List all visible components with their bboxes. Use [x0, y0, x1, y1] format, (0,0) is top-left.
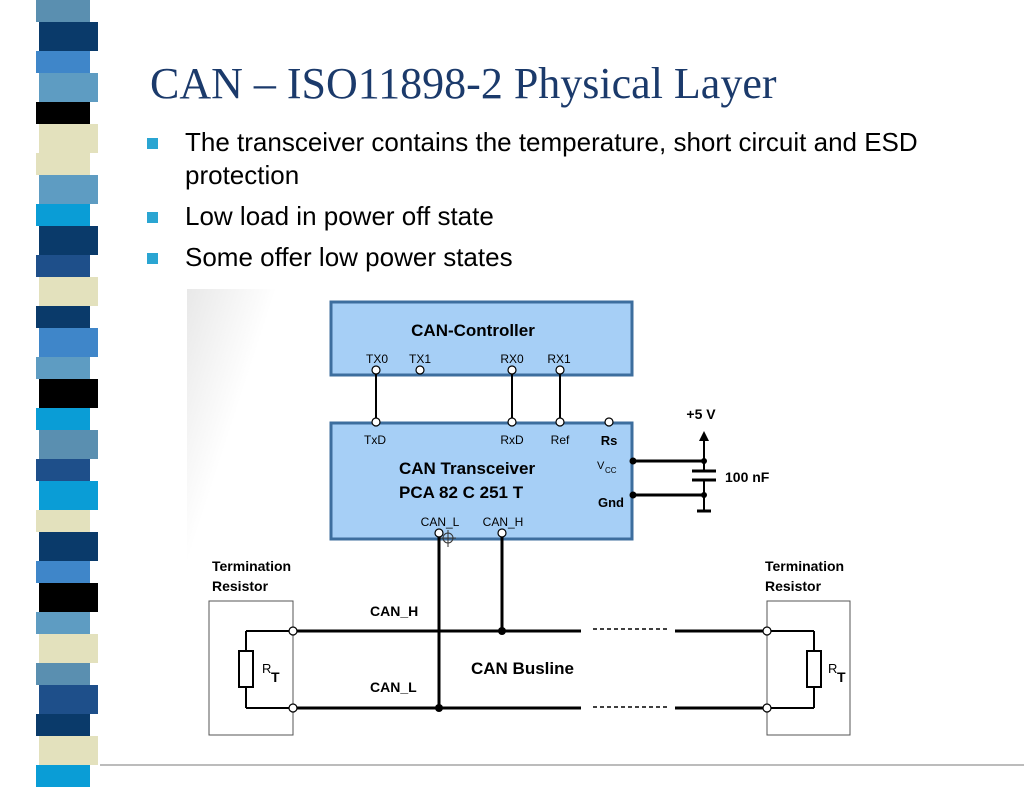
strip-tile — [36, 357, 90, 379]
pin-label-rx1: RX1 — [547, 352, 571, 366]
pin-label-rs: Rs — [601, 433, 618, 448]
strip-tile — [36, 51, 90, 73]
pin-label-txd: TxD — [364, 433, 386, 447]
pin-label-can-h: CAN_H — [483, 515, 524, 529]
can-transceiver-block: TxD RxD Ref Rs CAN Transceiver PCA 82 C … — [329, 421, 634, 541]
strip-tile — [36, 459, 90, 481]
resistor-subscript: T — [837, 669, 846, 685]
square-bullet-icon — [147, 138, 158, 149]
strip-tile — [36, 714, 90, 736]
resistor-symbol: R — [262, 661, 271, 676]
strip-tile — [39, 379, 98, 408]
bullet-text: The transceiver contains the temperature… — [185, 127, 918, 190]
bus-label-can-l: CAN_L — [370, 679, 417, 695]
strip-tile — [39, 226, 98, 255]
strip-tile — [36, 510, 90, 532]
capacitor-label: 100 nF — [725, 469, 770, 485]
transceiver-title: CAN Transceiver — [399, 459, 535, 478]
strip-tile — [36, 561, 90, 583]
bullet-item: The transceiver contains the temperature… — [145, 126, 975, 192]
can-controller-block: CAN-Controller TX0 TX1 RX0 RX1 — [329, 300, 634, 377]
termination-label-line2: Resistor — [765, 578, 822, 594]
termination-label-line2: Resistor — [212, 578, 269, 594]
decorative-color-strip — [0, 0, 100, 787]
transceiver-part-number: PCA 82 C 251 T — [399, 483, 524, 502]
strip-tile — [39, 124, 98, 153]
can-bus-lines — [293, 629, 767, 710]
pin-terminals — [371, 365, 614, 538]
resistor-subscript: T — [271, 669, 280, 685]
supply-voltage-label: +5 V — [686, 406, 716, 422]
right-termination-resistor: Termination Resistor R T — [762, 558, 851, 736]
strip-tile — [36, 765, 90, 787]
strip-tile — [39, 328, 98, 357]
strip-tile — [36, 408, 90, 430]
strip-tile — [39, 634, 98, 663]
bullet-list: The transceiver contains the temperature… — [145, 126, 975, 282]
strip-tile — [39, 22, 98, 51]
termination-label-line1: Termination — [212, 558, 291, 574]
bullet-text: Low load in power off state — [185, 201, 494, 231]
bullet-text: Some offer low power states — [185, 242, 513, 272]
strip-tile — [36, 663, 90, 685]
strip-tile — [36, 0, 90, 22]
strip-tile — [39, 175, 98, 204]
supply-and-capacitor: +5 V 100 nF — [629, 406, 770, 513]
pin-label-rx0: RX0 — [500, 352, 524, 366]
can-physical-layer-diagram: CAN-Controller TX0 TX1 RX0 RX1 TxD RxD R… — [187, 289, 851, 749]
pin-label-tx1: TX1 — [409, 352, 431, 366]
strip-tile — [39, 430, 98, 459]
slide-bottom-rule — [100, 764, 1024, 766]
pin-label-vcc-subscript: CC — [605, 466, 617, 475]
pin-label-rxd: RxD — [500, 433, 524, 447]
pin-label-gnd: Gnd — [598, 495, 624, 510]
strip-tile — [39, 73, 98, 102]
strip-tile — [39, 736, 98, 765]
pin-label-can-l: CAN_L — [421, 515, 460, 529]
bullet-item: Low load in power off state — [145, 200, 975, 233]
supply-arrow-icon — [699, 431, 709, 441]
strip-tile — [36, 204, 90, 226]
strip-tile — [36, 102, 90, 124]
strip-tile — [39, 481, 98, 510]
crosshair-cursor-icon — [440, 530, 456, 547]
bullet-item: Some offer low power states — [145, 241, 975, 274]
termination-label-line1: Termination — [765, 558, 844, 574]
bus-drop-wires — [437, 537, 504, 708]
strip-tile — [36, 612, 90, 634]
bus-label-can-h: CAN_H — [370, 603, 418, 619]
strip-tile — [36, 306, 90, 328]
strip-tile — [36, 153, 90, 175]
bus-continuation-dashes — [593, 628, 667, 708]
pin-label-tx0: TX0 — [366, 352, 388, 366]
pin-label-ref: Ref — [551, 433, 570, 447]
strip-tile — [39, 685, 98, 714]
square-bullet-icon — [147, 212, 158, 223]
busline-label: CAN Busline — [471, 659, 574, 678]
left-termination-resistor: Termination Resistor R T — [208, 558, 298, 736]
strip-tile — [36, 255, 90, 277]
square-bullet-icon — [147, 253, 158, 264]
strip-tile — [39, 532, 98, 561]
slide-title: CAN – ISO11898-2 Physical Layer — [150, 59, 777, 108]
resistor-symbol: R — [828, 661, 837, 676]
controller-transceiver-wires — [375, 370, 561, 422]
pin-label-vcc: V — [597, 460, 605, 472]
strip-tile — [39, 583, 98, 612]
controller-title: CAN-Controller — [411, 321, 535, 340]
strip-tile — [39, 277, 98, 306]
